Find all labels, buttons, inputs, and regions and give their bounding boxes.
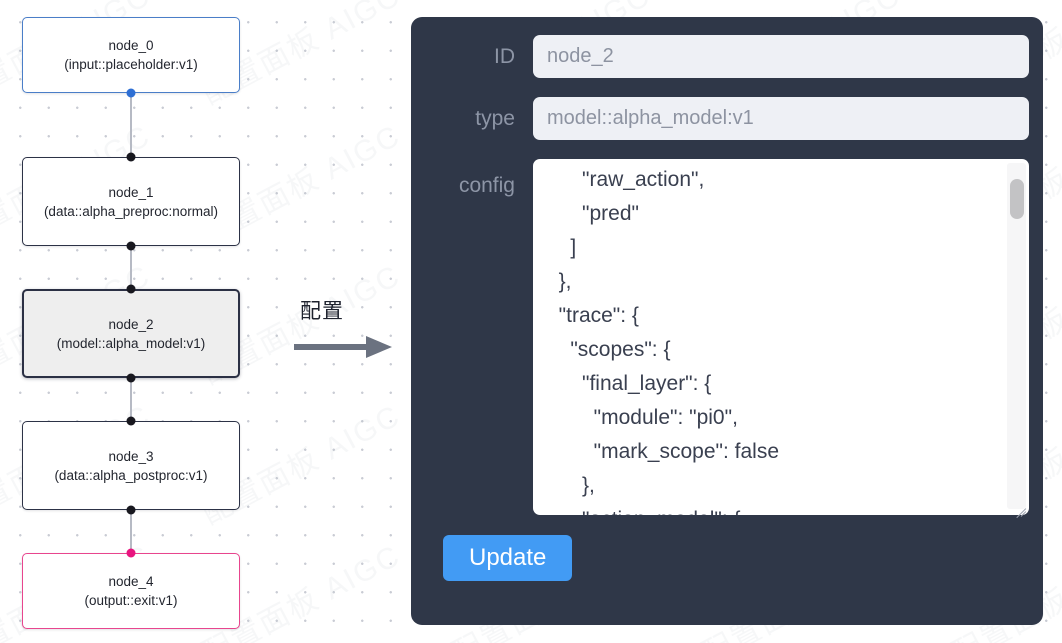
edge-node3-node4 xyxy=(130,510,132,553)
config-scrollbar-thumb[interactable] xyxy=(1010,179,1024,219)
node-title: node_1 xyxy=(108,184,154,200)
node-label: node_2 (model::alpha_model:v1) xyxy=(30,315,232,353)
edge-node2-node3 xyxy=(130,378,132,421)
node-handle-target-node_4[interactable] xyxy=(126,548,136,558)
node-subtitle: (input::placeholder:v1) xyxy=(64,57,198,72)
graph-node-node_0[interactable]: node_0 (input::placeholder:v1) xyxy=(22,17,240,93)
type-label: type xyxy=(475,106,515,130)
id-input[interactable] xyxy=(533,35,1029,78)
node-title: node_2 xyxy=(108,316,154,332)
node-label: node_1 (data::alpha_preproc:normal) xyxy=(29,183,233,221)
node-handle-target-node_1[interactable] xyxy=(126,152,136,162)
type-field-row: type xyxy=(425,97,1029,140)
config-textarea-wrap xyxy=(533,159,1029,515)
node-subtitle: (data::alpha_preproc:normal) xyxy=(43,203,219,219)
arrow-label: 配置 xyxy=(300,299,344,323)
id-label: ID xyxy=(494,44,515,68)
config-textarea[interactable] xyxy=(533,159,1029,515)
node-title: node_4 xyxy=(108,574,154,589)
update-button[interactable]: Update xyxy=(443,535,573,581)
node-handle-target-node_3[interactable] xyxy=(126,416,136,426)
node-handle-source-node_1[interactable] xyxy=(126,241,136,251)
graph-node-node_2[interactable]: node_2 (model::alpha_model:v1) xyxy=(22,289,240,378)
node-handle-target-node_2[interactable] xyxy=(126,284,136,294)
edge-node1-node2 xyxy=(130,246,132,289)
config-label: config xyxy=(458,174,515,197)
node-handle-source-node_0[interactable] xyxy=(126,88,136,98)
node-title: node_0 xyxy=(108,38,154,53)
node-handle-source-node_2[interactable] xyxy=(126,373,136,383)
node-subtitle: (data::alpha_postproc:v1) xyxy=(54,467,208,483)
graph-node-node_4[interactable]: node_4 (output::exit:v1) xyxy=(22,553,240,629)
node-label: node_0 (input::placeholder:v1) xyxy=(29,36,233,74)
right-arrow-icon xyxy=(294,336,392,358)
config-scrollbar-track[interactable] xyxy=(1007,163,1026,509)
node-config-panel: ID type config Update xyxy=(411,17,1043,625)
type-input[interactable] xyxy=(533,97,1029,140)
id-field-row: ID xyxy=(425,35,1029,78)
graph-node-node_3[interactable]: node_3 (data::alpha_postproc:v1) xyxy=(22,421,240,510)
graph-node-node_1[interactable]: node_1 (data::alpha_preproc:normal) xyxy=(22,157,240,246)
config-field-row: config xyxy=(425,159,1029,515)
node-label: node_3 (data::alpha_postproc:v1) xyxy=(29,447,233,485)
node-label: node_4 (output::exit:v1) xyxy=(29,572,233,610)
edge-node0-node1 xyxy=(130,93,132,157)
node-title: node_3 xyxy=(108,448,154,464)
transition-arrow-group: 配置 xyxy=(292,295,402,365)
node-subtitle: (model::alpha_model:v1) xyxy=(56,335,206,351)
node-subtitle: (output::exit:v1) xyxy=(84,593,178,608)
node-handle-source-node_3[interactable] xyxy=(126,505,136,515)
